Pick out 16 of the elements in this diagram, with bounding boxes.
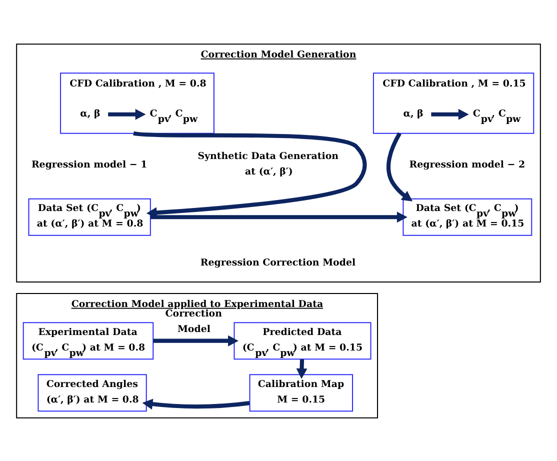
arrow — [142, 398, 250, 410]
node-box: Corrected Angles (α′, β′) at M = 0.8 — [38, 374, 147, 412]
label: Synthetic Data Generation at (α′, β′) — [198, 150, 339, 178]
edge-label: Correction Model — [165, 308, 222, 335]
arrow — [133, 130, 367, 218]
node-label: Regression model − 1 — [31, 158, 148, 170]
arrow — [108, 108, 146, 120]
node-text: α, β — [80, 108, 100, 120]
arrow — [153, 334, 238, 346]
node-label: Regression model − 2 — [409, 158, 526, 170]
node-box: Calibration Map M = 0.15 — [249, 374, 354, 412]
arrow — [431, 108, 469, 120]
arrow — [150, 211, 408, 222]
node-text: α, β — [403, 108, 424, 120]
arrow — [296, 358, 308, 378]
arrow — [386, 132, 413, 201]
